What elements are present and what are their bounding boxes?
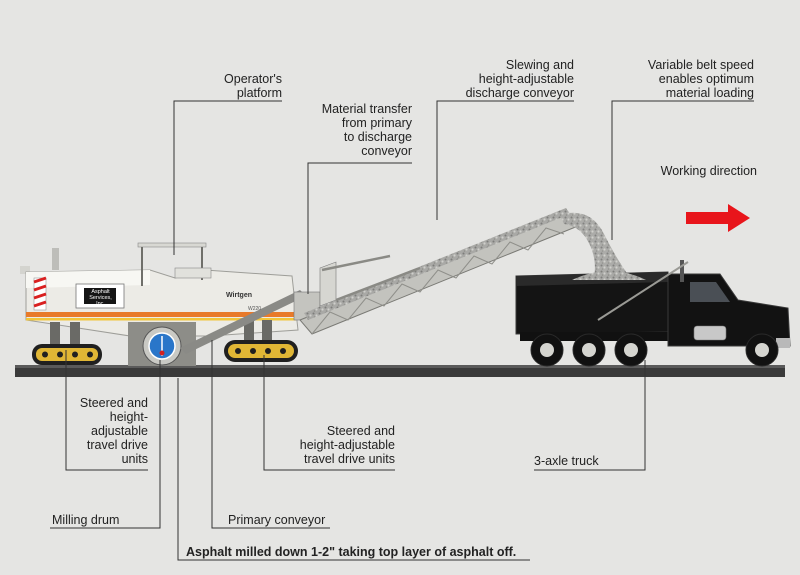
caption-asphalt-milled: Asphalt milled down 1-2" taking top laye…	[186, 545, 517, 559]
label-variable-belt: Variable belt speed enables optimum mate…	[647, 58, 754, 100]
road-surface	[15, 367, 785, 377]
machine-decal-model: W220	[248, 306, 262, 312]
label-primary-conveyor: Primary conveyor	[228, 513, 326, 527]
leader-lines	[50, 100, 754, 561]
label-steered-front: Steered and height- adjustable travel dr…	[79, 396, 148, 466]
label-working-direction: Working direction	[660, 164, 757, 178]
label-material-transfer: Material transfer from primary to discha…	[321, 102, 412, 158]
falling-material	[560, 212, 632, 286]
dump-truck	[515, 260, 791, 367]
machine-decal-company: Asphalt Services, Inc.	[89, 289, 112, 307]
label-three-axle-truck: 3-axle truck	[534, 454, 599, 468]
label-slewing-conveyor: Slewing and height-adjustable discharge …	[465, 58, 574, 100]
label-milling-drum: Milling drum	[52, 513, 120, 527]
working-direction-arrow	[686, 204, 750, 232]
machine-decal-brand: Wirtgen	[226, 292, 252, 299]
milling-machine	[20, 242, 337, 366]
label-steered-rear: Steered and height-adjustable travel dri…	[299, 424, 395, 466]
discharge-conveyor	[299, 208, 579, 335]
label-operators-platform: Operator's platform	[224, 72, 282, 100]
